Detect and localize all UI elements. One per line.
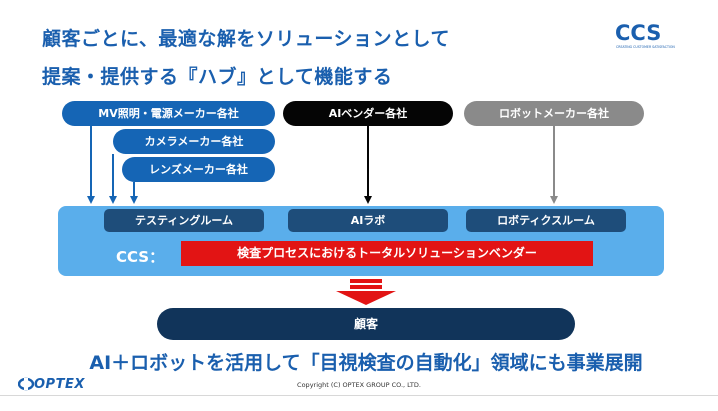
optex-brand: OPTEX — [34, 377, 85, 392]
logo-tagline: CREATING CUSTOMER SATISFACTION — [616, 45, 675, 49]
supplier-mv-lighting: MV照明・電源メーカー各社 — [62, 101, 275, 126]
ccs-logo-icon: CCS CREATING CUSTOMER SATISFACTION — [613, 20, 679, 50]
supplier-lens: レンズメーカー各社 — [122, 157, 275, 182]
hub-testing-room: テスティングルーム — [104, 209, 264, 232]
supplier-robot-maker: ロボットメーカー各社 — [464, 101, 644, 126]
title-line-1: 顧客ごとに、最適な解をソリューションとして — [42, 28, 450, 50]
supplier-ai-vendor: AIベンダー各社 — [283, 101, 453, 126]
red-down-arrow-icon — [336, 279, 396, 305]
customer-box: 顧客 — [157, 308, 575, 340]
copyright: Copyright (C) OPTEX GROUP CO., LTD. — [297, 381, 421, 389]
bottom-message: AI＋ロボットを活用して「目視検査の自動化」領域にも事業展開 — [89, 352, 643, 374]
hub-ccs-label: CCS： — [116, 248, 165, 266]
hub-robotics-room: ロボティクスルーム — [466, 209, 626, 232]
logo-text: CCS — [615, 21, 661, 45]
optex-logo-icon — [18, 377, 34, 391]
title-line-2: 提案・提供する『ハブ』として機能する — [42, 66, 393, 88]
footer-divider — [0, 395, 718, 396]
supplier-camera: カメラメーカー各社 — [113, 129, 275, 154]
hub-solution-vendor: 検査プロセスにおけるトータルソリューションベンダー — [181, 241, 593, 266]
hub-ai-lab: AIラボ — [288, 209, 448, 232]
